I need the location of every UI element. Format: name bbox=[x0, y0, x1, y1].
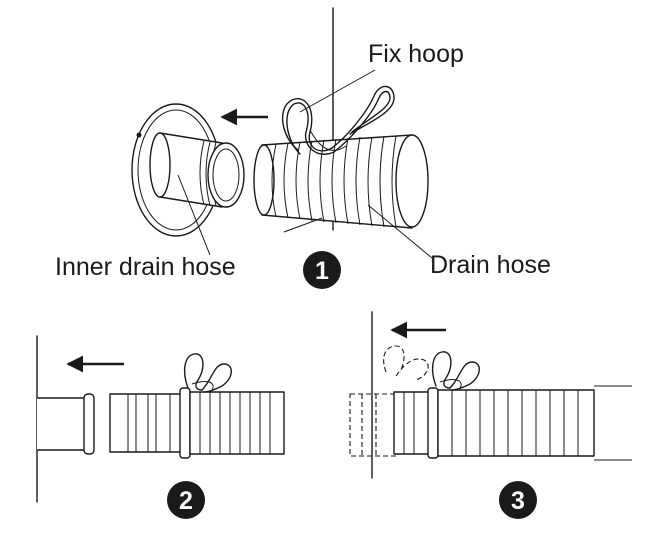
step-1-badge: 1 bbox=[303, 251, 341, 289]
step-2-badge: 2 bbox=[167, 481, 205, 519]
hose-underside-line bbox=[283, 217, 323, 233]
inner-drain-hose-label: Inner drain hose bbox=[55, 253, 236, 281]
drain-hose bbox=[253, 134, 429, 229]
hose-connector bbox=[109, 387, 191, 459]
drain-hose-label: Drain hose bbox=[430, 251, 551, 279]
step-2-number: 2 bbox=[179, 487, 193, 515]
step-1-panel: Fix hoop Inner drain hose Drain hose 1 bbox=[55, 7, 551, 289]
fix-hoop-icon bbox=[431, 351, 480, 391]
step-3-number: 3 bbox=[511, 487, 525, 515]
step-2-panel: 2 bbox=[36, 335, 285, 519]
hose-connector bbox=[393, 387, 439, 459]
inner-drain-hose-stub bbox=[37, 393, 95, 455]
fix-hoop-icon bbox=[183, 353, 232, 393]
previous-position-ghost bbox=[349, 345, 429, 457]
step-3-panel: 3 bbox=[349, 311, 632, 519]
inner-drain-hose-stub bbox=[149, 132, 245, 208]
drain-hose bbox=[437, 385, 632, 461]
drain-hose bbox=[189, 391, 285, 455]
drain-hose-leader bbox=[367, 204, 433, 259]
fix-hoop-leader bbox=[299, 69, 376, 113]
step-1-number: 1 bbox=[315, 257, 329, 285]
fix-hoop-label: Fix hoop bbox=[368, 40, 464, 68]
step-3-badge: 3 bbox=[499, 481, 537, 519]
inner-hose-leader bbox=[177, 174, 211, 256]
